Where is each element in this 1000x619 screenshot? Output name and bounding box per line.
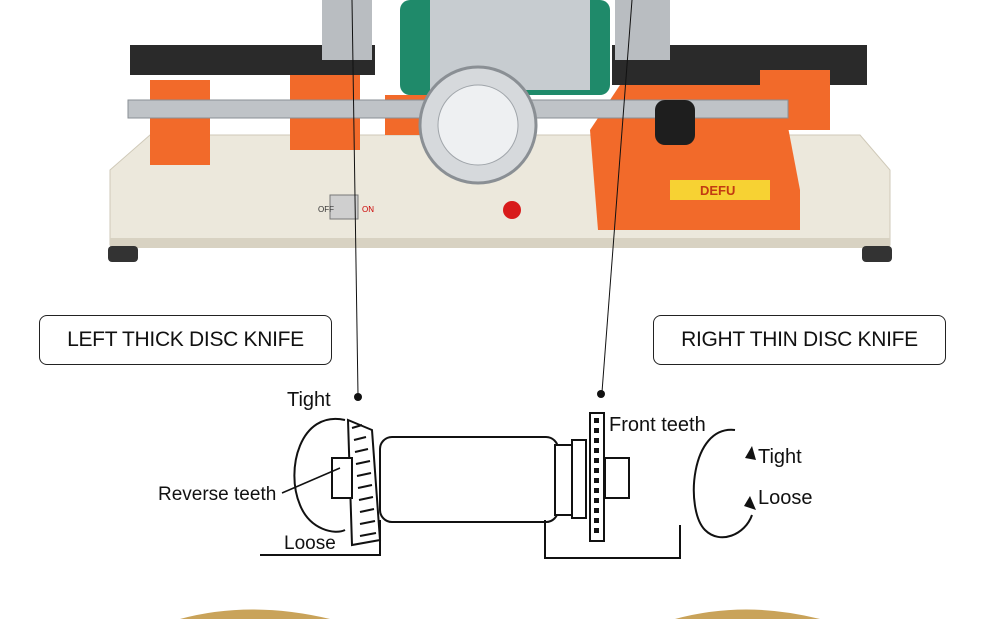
front-teeth-label: Front teeth [609, 414, 706, 436]
right-tight-arrowhead [745, 446, 756, 460]
left-base-bracket [260, 520, 381, 556]
right-disc-preview [675, 609, 820, 619]
shaft-body [379, 436, 559, 523]
brand-label: DEFU [700, 183, 735, 198]
key-cutting-machine-photo: DEFU OFF ON [108, 0, 892, 262]
right-thin-disc-knife-label: RIGHT THIN DISC KNIFE [653, 315, 946, 365]
indicator-light [503, 201, 521, 219]
right-hub-nut [604, 457, 630, 499]
reverse-teeth-pointer [281, 467, 341, 494]
right-loose-label: Loose [758, 487, 813, 509]
right-base-bracket [544, 520, 681, 559]
left-tight-label: Tight [287, 389, 331, 411]
switch-off-label: OFF [318, 205, 334, 214]
right-loose-arrowhead [744, 496, 756, 510]
right-pointer-dot [597, 390, 605, 398]
left-hub-nut [331, 457, 353, 499]
left-thick-disc [346, 418, 382, 547]
left-loose-label: Loose [284, 533, 336, 554]
left-thick-disc-knife-label: LEFT THICK DISC KNIFE [39, 315, 332, 365]
right-tight-label: Tight [758, 446, 802, 468]
left-rotation-arrow [293, 417, 346, 533]
right-coupling [554, 444, 576, 516]
left-pointer-dot [354, 393, 362, 401]
switch-on-label: ON [362, 205, 374, 214]
reverse-teeth-label: Reverse teeth [158, 484, 276, 505]
left-disc-preview [180, 609, 330, 619]
right-rotation-arrow [692, 428, 753, 539]
right-thin-disc [589, 412, 605, 542]
